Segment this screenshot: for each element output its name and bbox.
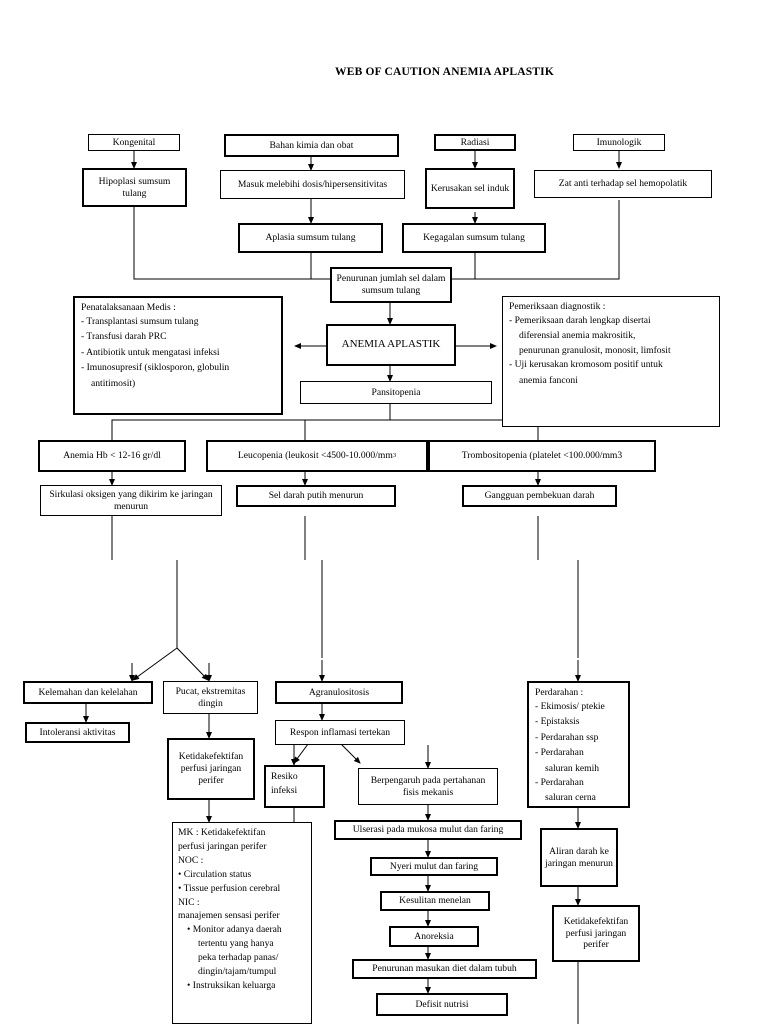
mk-line-2: perfusi jaringan perifer bbox=[178, 840, 267, 852]
box-sel-darah-putih[interactable]: Sel darah putih menurun bbox=[236, 485, 396, 507]
perdarahan-item-3-cont: saluran kemih bbox=[545, 762, 600, 774]
mk-nic-item-1-cont3: dingin/tajam/tumpul bbox=[198, 966, 277, 978]
box-ketidakefektifan-perfusi-right[interactable]: Ketidakefektifan perfusi jaringan perife… bbox=[552, 905, 640, 962]
box-trombositopenia[interactable]: Trombositopenia (platelet <100.000/mm3 bbox=[428, 440, 656, 472]
diagnostik-header: Pemeriksaan diagnostik : bbox=[509, 301, 606, 312]
mk-nic-item-2: • Instruksikan keluarga bbox=[187, 979, 276, 991]
box-ketidakefektifan-perfusi-left[interactable]: Ketidakefektifan perfusi jaringan perife… bbox=[167, 738, 255, 800]
mk-line-1: MK : Ketidakefektifan bbox=[178, 827, 266, 838]
mk-noc-item-2: • Tissue perfusion cerebral bbox=[178, 882, 281, 894]
leucopenia-text: Leucopenia (leukosit <4500-10.000/mm bbox=[237, 450, 393, 461]
mk-nic-item-1: • Monitor adanya daerah bbox=[187, 924, 282, 936]
perdarahan-item-0: - Ekimosis/ ptekie bbox=[535, 700, 605, 712]
box-radiasi[interactable]: Radiasi bbox=[434, 134, 516, 151]
medis-item-2: - Antibiotik untuk mengatasi infeksi bbox=[81, 346, 220, 358]
box-pansitopenia[interactable]: Pansitopenia bbox=[300, 381, 492, 404]
box-gangguan-pembekuan[interactable]: Gangguan pembekuan darah bbox=[462, 485, 617, 507]
box-pemeriksaan-diagnostik[interactable]: Pemeriksaan diagnostik : - Pemeriksaan d… bbox=[502, 296, 720, 427]
box-kesulitan-menelan[interactable]: Kesulitan menelan bbox=[380, 891, 490, 911]
box-hipoplasi[interactable]: Hipoplasi sumsum tulang bbox=[82, 168, 187, 207]
diagnostik-item-0: - Pemeriksaan darah lengkap disertai bbox=[509, 314, 651, 326]
box-defisit-nutrisi[interactable]: Defisit nutrisi bbox=[376, 993, 508, 1016]
medis-item-0: - Transplantasi sumsum tulang bbox=[81, 315, 199, 327]
box-berpengaruh-pertahanan[interactable]: Berpengaruh pada pertahanan fisis mekani… bbox=[358, 768, 498, 805]
medis-item-3: - Imunosupresif (siklosporon, globulin bbox=[81, 362, 230, 374]
leucopenia-superscript: 3 bbox=[392, 451, 397, 459]
box-penurunan-diet[interactable]: Penurunan masukan diet dalam tubuh bbox=[352, 959, 537, 979]
medis-header: Penatalaksanaan Medis : bbox=[81, 302, 176, 313]
mk-nic-label: NIC : bbox=[178, 896, 200, 908]
box-kerusakan-sel-induk[interactable]: Kerusakan sel induk bbox=[425, 168, 515, 209]
box-perdarahan[interactable]: Perdarahan : - Ekimosis/ ptekie - Epista… bbox=[527, 681, 630, 808]
medis-item-3-cont: antitimosit) bbox=[91, 377, 136, 389]
box-mk-nursing-plan[interactable]: MK : Ketidakefektifan perfusi jaringan p… bbox=[172, 822, 312, 1024]
box-resiko-infeksi[interactable]: Resiko infeksi bbox=[264, 765, 325, 808]
perdarahan-item-2: - Perdarahan ssp bbox=[535, 731, 599, 743]
box-anemia-hb[interactable]: Anemia Hb < 12-16 gr/dl bbox=[38, 440, 186, 472]
diagnostik-item-1: - Uji kerusakan kromosom positif untuk bbox=[509, 359, 663, 371]
box-penurunan-jumlah-sel[interactable]: Penurunan jumlah sel dalam sumsum tulang bbox=[330, 267, 452, 303]
perdarahan-item-3: - Perdarahan bbox=[535, 747, 584, 759]
box-ulserasi[interactable]: Ulserasi pada mukosa mulut dan faring bbox=[334, 820, 522, 840]
box-anoreksia[interactable]: Anoreksia bbox=[389, 926, 479, 947]
perdarahan-item-4: - Perdarahan bbox=[535, 776, 584, 788]
mk-nic-item-1-cont2: peka terhadap panas/ bbox=[198, 952, 279, 964]
medis-item-1: - Transfusi darah PRC bbox=[81, 331, 167, 343]
box-kegagalan[interactable]: Kegagalan sumsum tulang bbox=[402, 223, 546, 253]
diagnostik-item-0-cont2: penurunan granulosit, monosit, limfosit bbox=[519, 344, 671, 356]
mk-nic-subtitle: manajemen sensasi perifer bbox=[178, 910, 280, 922]
box-respon-inflamasi[interactable]: Respon inflamasi tertekan bbox=[275, 720, 405, 745]
page-title: WEB OF CAUTION ANEMIA APLASTIK bbox=[335, 66, 554, 78]
box-penatalaksanaan-medis[interactable]: Penatalaksanaan Medis : - Transplantasi … bbox=[73, 296, 283, 415]
resiko-infeksi-label: Resiko infeksi bbox=[271, 771, 298, 796]
box-agranulositosis[interactable]: Agranulositosis bbox=[275, 681, 403, 704]
box-aplasia[interactable]: Aplasia sumsum tulang bbox=[238, 223, 383, 253]
perdarahan-header: Perdarahan : bbox=[535, 687, 584, 698]
box-pucat-ekstremitas[interactable]: Pucat, ekstremitas dingin bbox=[163, 681, 258, 714]
box-intoleransi-aktivitas[interactable]: Intoleransi aktivitas bbox=[25, 722, 130, 743]
diagnostik-item-0-cont1: diferensial anemia makrositik, bbox=[519, 330, 636, 342]
box-zat-anti[interactable]: Zat anti terhadap sel hemopolatik bbox=[534, 170, 712, 198]
perdarahan-item-4-cont: saluran cerna bbox=[545, 792, 596, 804]
box-nyeri-mulut[interactable]: Nyeri mulut dan faring bbox=[370, 857, 498, 876]
mk-nic-item-1-cont1: tertentu yang hanya bbox=[198, 938, 274, 950]
mk-noc-label: NOC : bbox=[178, 854, 204, 866]
mk-noc-item-1: • Circulation status bbox=[178, 868, 252, 880]
perdarahan-item-1: - Epistaksis bbox=[535, 716, 580, 728]
box-masuk-dosis[interactable]: Masuk melebihi dosis/hipersensitivitas bbox=[220, 170, 405, 199]
box-aliran-darah[interactable]: Aliran darah ke jaringan menurun bbox=[540, 828, 618, 887]
box-imunologik[interactable]: Imunologik bbox=[573, 134, 665, 151]
box-kelemahan[interactable]: Kelemahan dan kelelahan bbox=[23, 681, 153, 704]
box-anemia-aplastik[interactable]: ANEMIA APLASTIK bbox=[326, 324, 456, 366]
box-kongenital[interactable]: Kongenital bbox=[88, 134, 180, 151]
diagnostik-item-1-cont: anemia fanconi bbox=[519, 374, 578, 386]
box-sirkulasi-oksigen[interactable]: Sirkulasi oksigen yang dikirim ke jaring… bbox=[40, 485, 222, 516]
box-bahan-kimia[interactable]: Bahan kimia dan obat bbox=[224, 134, 399, 157]
